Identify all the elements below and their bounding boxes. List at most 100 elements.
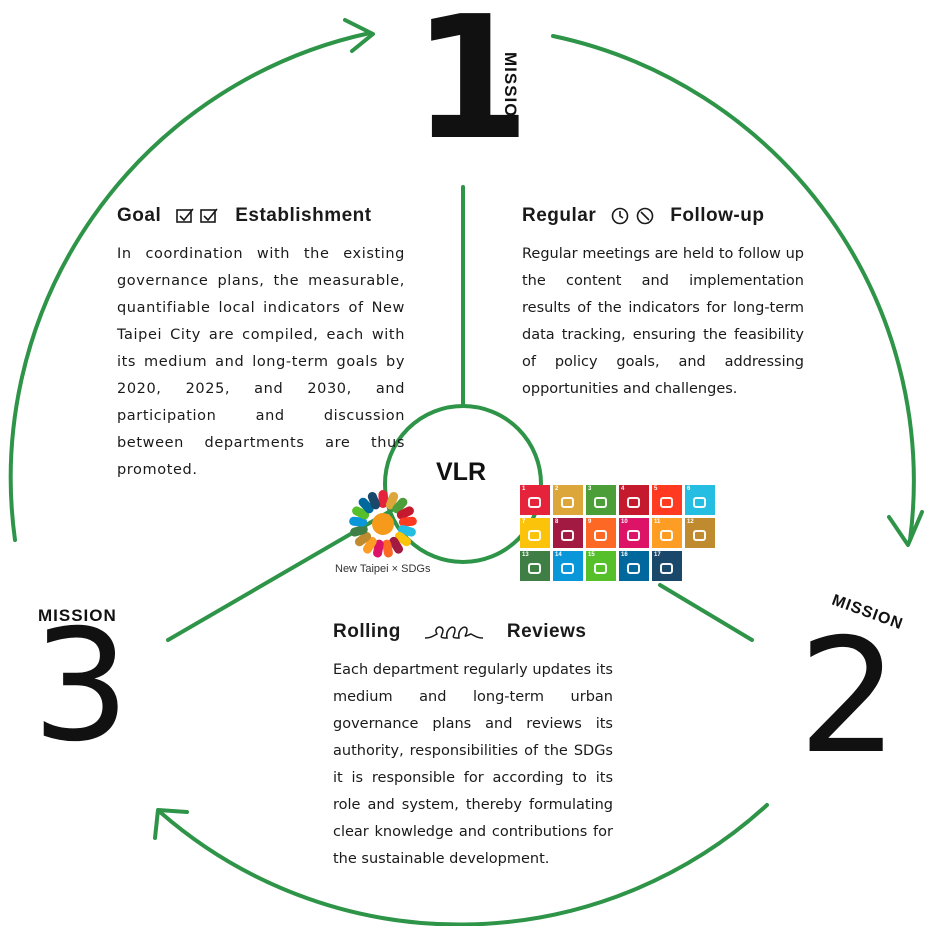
sdg-goal-icon: [594, 497, 607, 508]
sdg-tile-7: 7: [520, 518, 550, 548]
sdg-goal-icon: [528, 497, 541, 508]
sdg-tile-10: 10: [619, 518, 649, 548]
sdg-tile-14: 14: [553, 551, 583, 581]
sdg-tile-number: 7: [522, 519, 526, 525]
new-taipei-sdgs-caption: New Taipei × SDGs: [335, 563, 431, 575]
sdg-tile-13: 13: [520, 551, 550, 581]
arrowhead-mission-2: [887, 510, 924, 547]
sdg-tile-number: 15: [588, 552, 595, 558]
mission-1-label: MISSION: [501, 52, 520, 131]
section-goal-establishment: Goal Establishment In coordination with …: [117, 205, 405, 484]
rolling-title-right: Reviews: [506, 621, 587, 642]
rolling-body: Each department regularly updates its me…: [333, 662, 613, 867]
checkbox-icons: [175, 207, 221, 225]
goal-title: Goal Establishment: [117, 205, 405, 227]
new-taipei-sdgs-logo: [349, 490, 417, 558]
sdg-goal-icon: [594, 563, 607, 574]
clock-icons: [610, 206, 656, 226]
sdg-goal-icon: [528, 530, 541, 541]
logo-petal: [392, 497, 408, 514]
logo-petal: [367, 491, 381, 510]
sdg-goal-icon: [660, 497, 673, 508]
sdg-goal-icon: [627, 563, 640, 574]
sdg-tile-9: 9: [586, 518, 616, 548]
cycle-arc-1-to-2: [551, 34, 916, 542]
rolling-title: Rolling Reviews: [333, 621, 613, 643]
logo-petal: [349, 516, 368, 527]
followup-title-right: Follow-up: [670, 205, 765, 226]
logo-petal: [352, 506, 370, 520]
cycle-arc-2-to-3: [158, 803, 769, 926]
sdg-tile-number: 16: [621, 552, 628, 558]
logo-petal: [378, 490, 388, 508]
section-rolling-reviews: Rolling Reviews Each department regularl…: [333, 621, 613, 873]
vlr-circle: [383, 404, 543, 564]
sdg-tile-2: 2: [553, 485, 583, 515]
followup-title: Regular Follow-up: [522, 205, 804, 227]
sdg-tile-number: 6: [687, 486, 691, 492]
goal-body: In coordination with the existing govern…: [117, 246, 405, 478]
sdg-tile-3: 3: [586, 485, 616, 515]
sdg-goal-icon: [660, 530, 673, 541]
sdg-tile-8: 8: [553, 518, 583, 548]
sdg-tile-1: 1: [520, 485, 550, 515]
sdg-tile-16: 16: [619, 551, 649, 581]
sdg-goal-icon: [561, 497, 574, 508]
vlr-label: VLR: [436, 458, 486, 486]
sdg-goal-icon: [561, 563, 574, 574]
sdg-tile-number: 17: [654, 552, 661, 558]
arrowhead-mission-1: [343, 18, 375, 53]
sdg-tile-4: 4: [619, 485, 649, 515]
sdg-tile-number: 8: [555, 519, 559, 525]
sdg-goal-icon: [528, 563, 541, 574]
sdg-tile-6: 6: [685, 485, 715, 515]
section-regular-followup: Regular Follow-up Regular meetings are h…: [522, 205, 804, 403]
sdg-tile-number: 5: [654, 486, 658, 492]
cycle-arc-3-to-1: [8, 31, 372, 542]
goal-title-right: Establishment: [235, 205, 372, 226]
followup-body: Regular meetings are held to follow up t…: [522, 246, 804, 397]
logo-petal: [394, 531, 412, 547]
sdg-goal-icon: [627, 530, 640, 541]
sdg-tile-number: 11: [654, 519, 661, 525]
mission-3-label: MISSION: [38, 606, 117, 625]
sdg-tile-number: 12: [687, 519, 694, 525]
sdg-goal-icon: [627, 497, 640, 508]
spoke-right: [658, 583, 754, 642]
sdg-tile-11: 11: [652, 518, 682, 548]
sdg-tile-15: 15: [586, 551, 616, 581]
logo-petal: [362, 536, 377, 554]
mission-1-number: 1: [412, 0, 530, 178]
sdg-goal-icon: [594, 530, 607, 541]
logo-petal: [358, 497, 374, 514]
logo-petal: [350, 525, 368, 537]
sdg-goal-icon: [693, 497, 706, 508]
sdg-tile-number: 13: [522, 552, 529, 558]
mission-2-number: 2: [798, 605, 899, 789]
sdg-goal-icon: [660, 563, 673, 574]
sdg-goal-icon: [693, 530, 706, 541]
logo-petal: [389, 536, 404, 554]
logo-petal: [354, 531, 372, 547]
goal-title-left: Goal: [117, 205, 162, 226]
mission-3-number: 3: [32, 597, 130, 776]
arrowhead-mission-3: [153, 808, 189, 840]
followup-title-left: Regular: [522, 205, 597, 226]
sdg-goal-icon: [561, 530, 574, 541]
loop-icon: [423, 622, 485, 642]
sdg-tile-number: 1: [522, 486, 526, 492]
logo-petal: [398, 516, 417, 527]
sdg-tile-number: 10: [621, 519, 628, 525]
sdg-tile-number: 3: [588, 486, 592, 492]
sdg-tile-12: 12: [685, 518, 715, 548]
rolling-title-left: Rolling: [333, 621, 401, 642]
logo-petal: [382, 539, 393, 558]
sdg-tile-number: 4: [621, 486, 625, 492]
sdg-tile-5: 5: [652, 485, 682, 515]
logo-petal: [396, 506, 414, 520]
sdg-tile-number: 2: [555, 486, 559, 492]
sdg-tile-17: 17: [652, 551, 682, 581]
sdg-tile-number: 14: [555, 552, 562, 558]
sdg-tile-number: 9: [588, 519, 592, 525]
